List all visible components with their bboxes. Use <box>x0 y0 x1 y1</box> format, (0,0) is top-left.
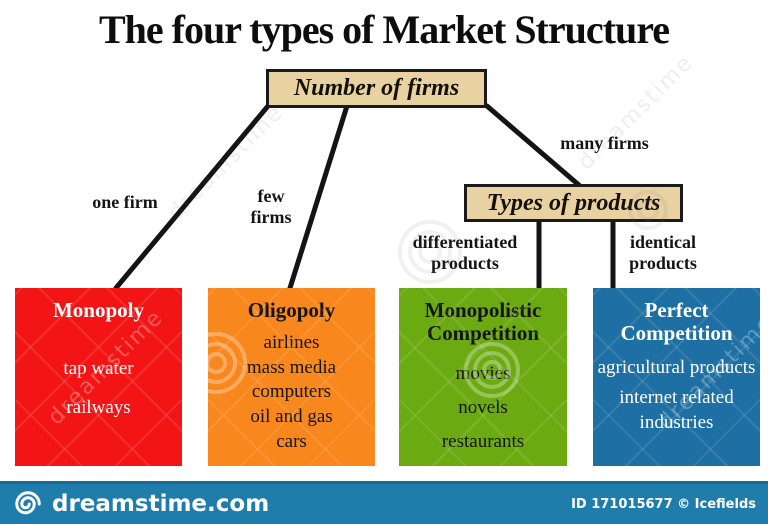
example-item: novels <box>458 396 508 418</box>
category-examples: agricultural products internet related in… <box>597 356 756 435</box>
dreamstime-spiral-logo-icon <box>15 491 41 515</box>
footer-bar: dreamstime.com ID 171015677 © Icefields <box>0 481 768 524</box>
example-item: oil and gas <box>250 406 333 428</box>
example-item: agricultural products <box>597 357 756 379</box>
edge-one-firm <box>113 103 271 291</box>
node-types-of-products: Types of products <box>464 184 683 222</box>
node-number-of-firms: Number of firms <box>266 69 487 108</box>
category-title: Perfect Competition <box>620 298 733 346</box>
edge-few-firms <box>287 103 350 291</box>
category-examples: tap water railways <box>19 358 178 419</box>
edge-label-one-firm: one firm <box>92 192 158 212</box>
example-item: railways <box>66 397 131 419</box>
edge-label-identical-products: identical products <box>629 232 697 273</box>
image-credit: ID 171015677 © Icefields <box>571 496 756 512</box>
example-item: tap water <box>63 358 134 380</box>
edge-label-many-firms: many firms <box>560 133 649 153</box>
example-item: airlines <box>263 332 320 354</box>
example-item: cars <box>276 430 307 452</box>
category-title: Oligopoly <box>247 298 336 322</box>
category-title: Monopoly <box>52 298 144 322</box>
example-item: computers <box>251 381 332 403</box>
category-box-perfect-competition: Perfect Competition agricultural product… <box>593 288 760 466</box>
category-examples: movies novels restaurants <box>403 362 563 453</box>
category-title: Monopolistic Competition <box>424 298 542 346</box>
category-box-monopoly: Monopoly tap water railways <box>15 288 182 466</box>
dreamstime-brand: dreamstime.com <box>52 491 270 517</box>
page-title: The four types of Market Structure <box>99 7 670 52</box>
edge-label-differentiated-products: differentiated products <box>412 232 518 273</box>
example-item: mass media <box>246 356 337 378</box>
edge-many-firms <box>484 103 583 189</box>
edge-label-few-firms: few firms <box>250 186 292 227</box>
example-item: movies <box>455 363 511 385</box>
category-box-monopolistic-competition: Monopolistic Competition movies novels res… <box>399 288 567 466</box>
example-item: restaurants <box>441 430 525 452</box>
example-item: internet related industries <box>619 386 734 433</box>
